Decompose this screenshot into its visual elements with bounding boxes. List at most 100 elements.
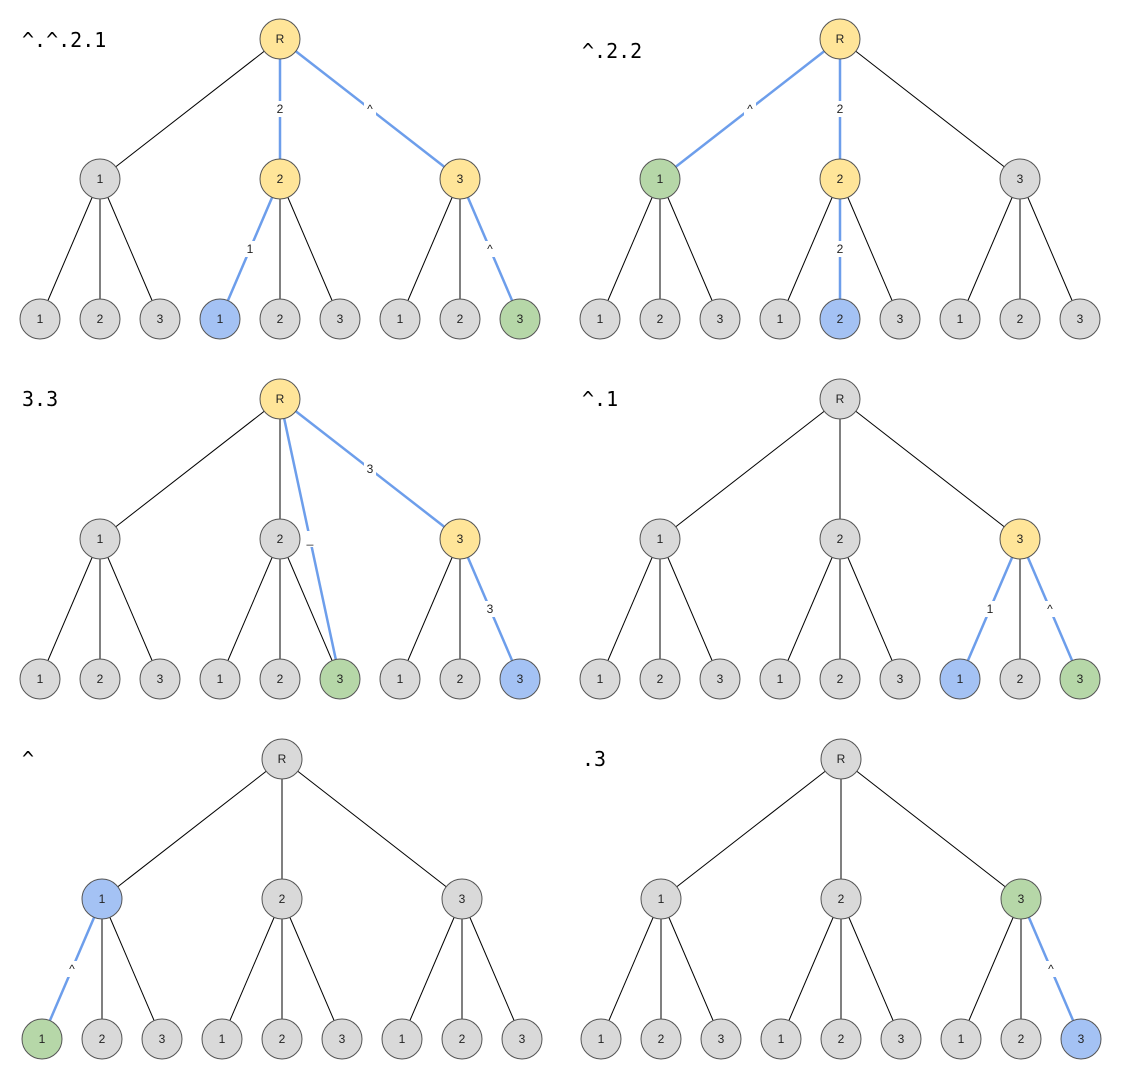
edge-label-background [834,101,846,117]
tree-edge [47,197,93,301]
leaf-node [139,298,181,340]
node-label: 1 [597,312,604,326]
leaf-node [639,298,681,340]
leaf-node [19,658,61,700]
node-label: 1 [777,672,784,686]
leaf-node [1059,298,1101,340]
leaf-node [699,658,741,700]
node-label: 3 [1078,1032,1085,1046]
node-label: 3 [159,1032,166,1046]
leaf-node [321,1018,363,1060]
leaf-node [639,658,681,700]
edge-label-background [484,601,496,617]
tree-edge [607,197,653,301]
leaf-node [879,658,921,700]
node-label: R [836,32,845,46]
node-label: 1 [597,672,604,686]
node-label: 2 [657,672,664,686]
leaf-node [1059,658,1101,700]
child-node [639,158,681,200]
leaf-node [1060,1018,1102,1060]
leaf-node [759,298,801,340]
node-label: 1 [778,1032,785,1046]
node-label: 3 [337,672,344,686]
root-node [259,378,301,420]
node-label: 3 [1077,672,1084,686]
node-label: R [836,392,845,406]
node-label: R [276,32,285,46]
leaf-node [79,298,121,340]
node-label: 2 [277,672,284,686]
leaf-node [1000,1018,1042,1060]
node-label: 1 [598,1032,605,1046]
leaf-node [261,1018,303,1060]
leaf-node [319,298,361,340]
leaf-node [579,298,621,340]
leaf-node [381,1018,423,1060]
tree-edge [967,197,1013,301]
node-label: 2 [97,312,104,326]
tree-edge [229,917,275,1021]
node-label: 1 [219,1032,226,1046]
leaf-node [880,1018,922,1060]
node-label: 2 [277,172,284,186]
node-label: 2 [837,532,844,546]
tree-edge [107,197,153,301]
leaf-node [879,298,921,340]
edge-label: 3 [367,462,374,476]
node-label: 2 [657,312,664,326]
leaf-node [700,1018,742,1060]
edge-label: 2 [277,102,284,116]
edge-label: 2 [837,102,844,116]
node-label: 2 [277,532,284,546]
edge-label-background [304,531,316,547]
panel-title: 3.3 [22,387,58,411]
node-label: 3 [1017,172,1024,186]
tree-edge [787,557,833,661]
node-label: 3 [339,1032,346,1046]
edge-label: ^ [1048,962,1054,976]
tree-edge [847,197,893,301]
leaf-node [499,658,541,700]
panel-title: ^.1 [582,387,618,411]
tree-edge [667,557,713,661]
leaf-node [199,298,241,340]
node-label: 2 [838,892,845,906]
edge-label: ^ [1047,602,1053,616]
node-label: 3 [457,532,464,546]
edge-label-background [484,241,496,257]
node-label: 2 [1017,672,1024,686]
leaf-node [259,298,301,340]
tree-edge [407,197,453,301]
node-label: 1 [397,672,404,686]
tree-edge [117,770,267,888]
edge-label-background [364,101,376,117]
leaf-node [580,1018,622,1060]
node-label: 3 [717,672,724,686]
tree-edge [287,197,333,301]
edge-label: ^ [747,102,753,116]
leaf-node [759,658,801,700]
node-label: 1 [657,172,664,186]
leaf-node [699,298,741,340]
child-node [999,158,1041,200]
edge-label-background [244,241,256,257]
leaf-node [999,298,1041,340]
child-node [79,518,121,560]
leaf-node [139,658,181,700]
node-label: R [837,752,846,766]
leaf-node [379,298,421,340]
node-label: 1 [397,312,404,326]
tree-edge [667,197,713,301]
tree-edge [847,557,893,661]
leaf-node [579,658,621,700]
child-node [999,518,1041,560]
tree-edge [407,557,453,661]
node-label: 1 [99,892,106,906]
node-label: 3 [897,312,904,326]
node-label: 1 [97,532,104,546]
node-label: 3 [718,1032,725,1046]
